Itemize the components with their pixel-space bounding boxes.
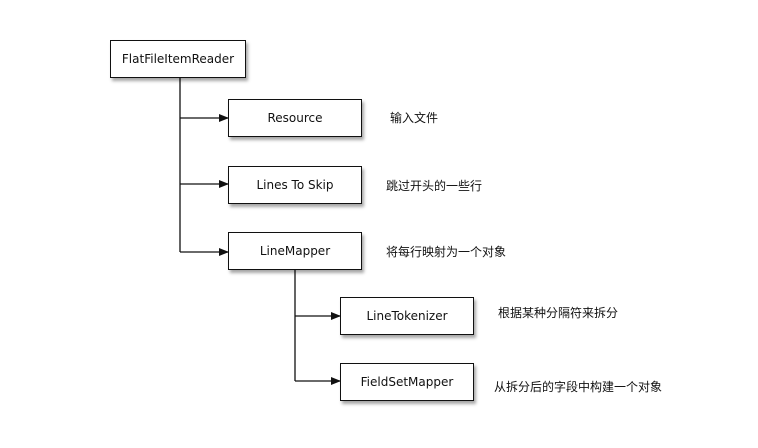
note-linetokenizer: 根据某种分隔符来拆分 [498, 306, 619, 320]
node-resource: Resource [228, 99, 362, 137]
node-linetokenizer: LineTokenizer [340, 297, 474, 335]
node-fieldsetmapper: FieldSetMapper [340, 363, 474, 401]
note-fieldsetmapper: 从拆分后的字段中构建一个对象 [494, 380, 663, 394]
root-node: FlatFileItemReader [110, 40, 246, 78]
node-lines-to-skip: Lines To Skip [228, 166, 362, 204]
note-linemapper: 将每行映射为一个对象 [386, 245, 507, 259]
node-linemapper: LineMapper [228, 232, 362, 270]
note-lines-to-skip: 跳过开头的一些行 [386, 179, 483, 193]
note-resource: 输入文件 [390, 111, 439, 125]
